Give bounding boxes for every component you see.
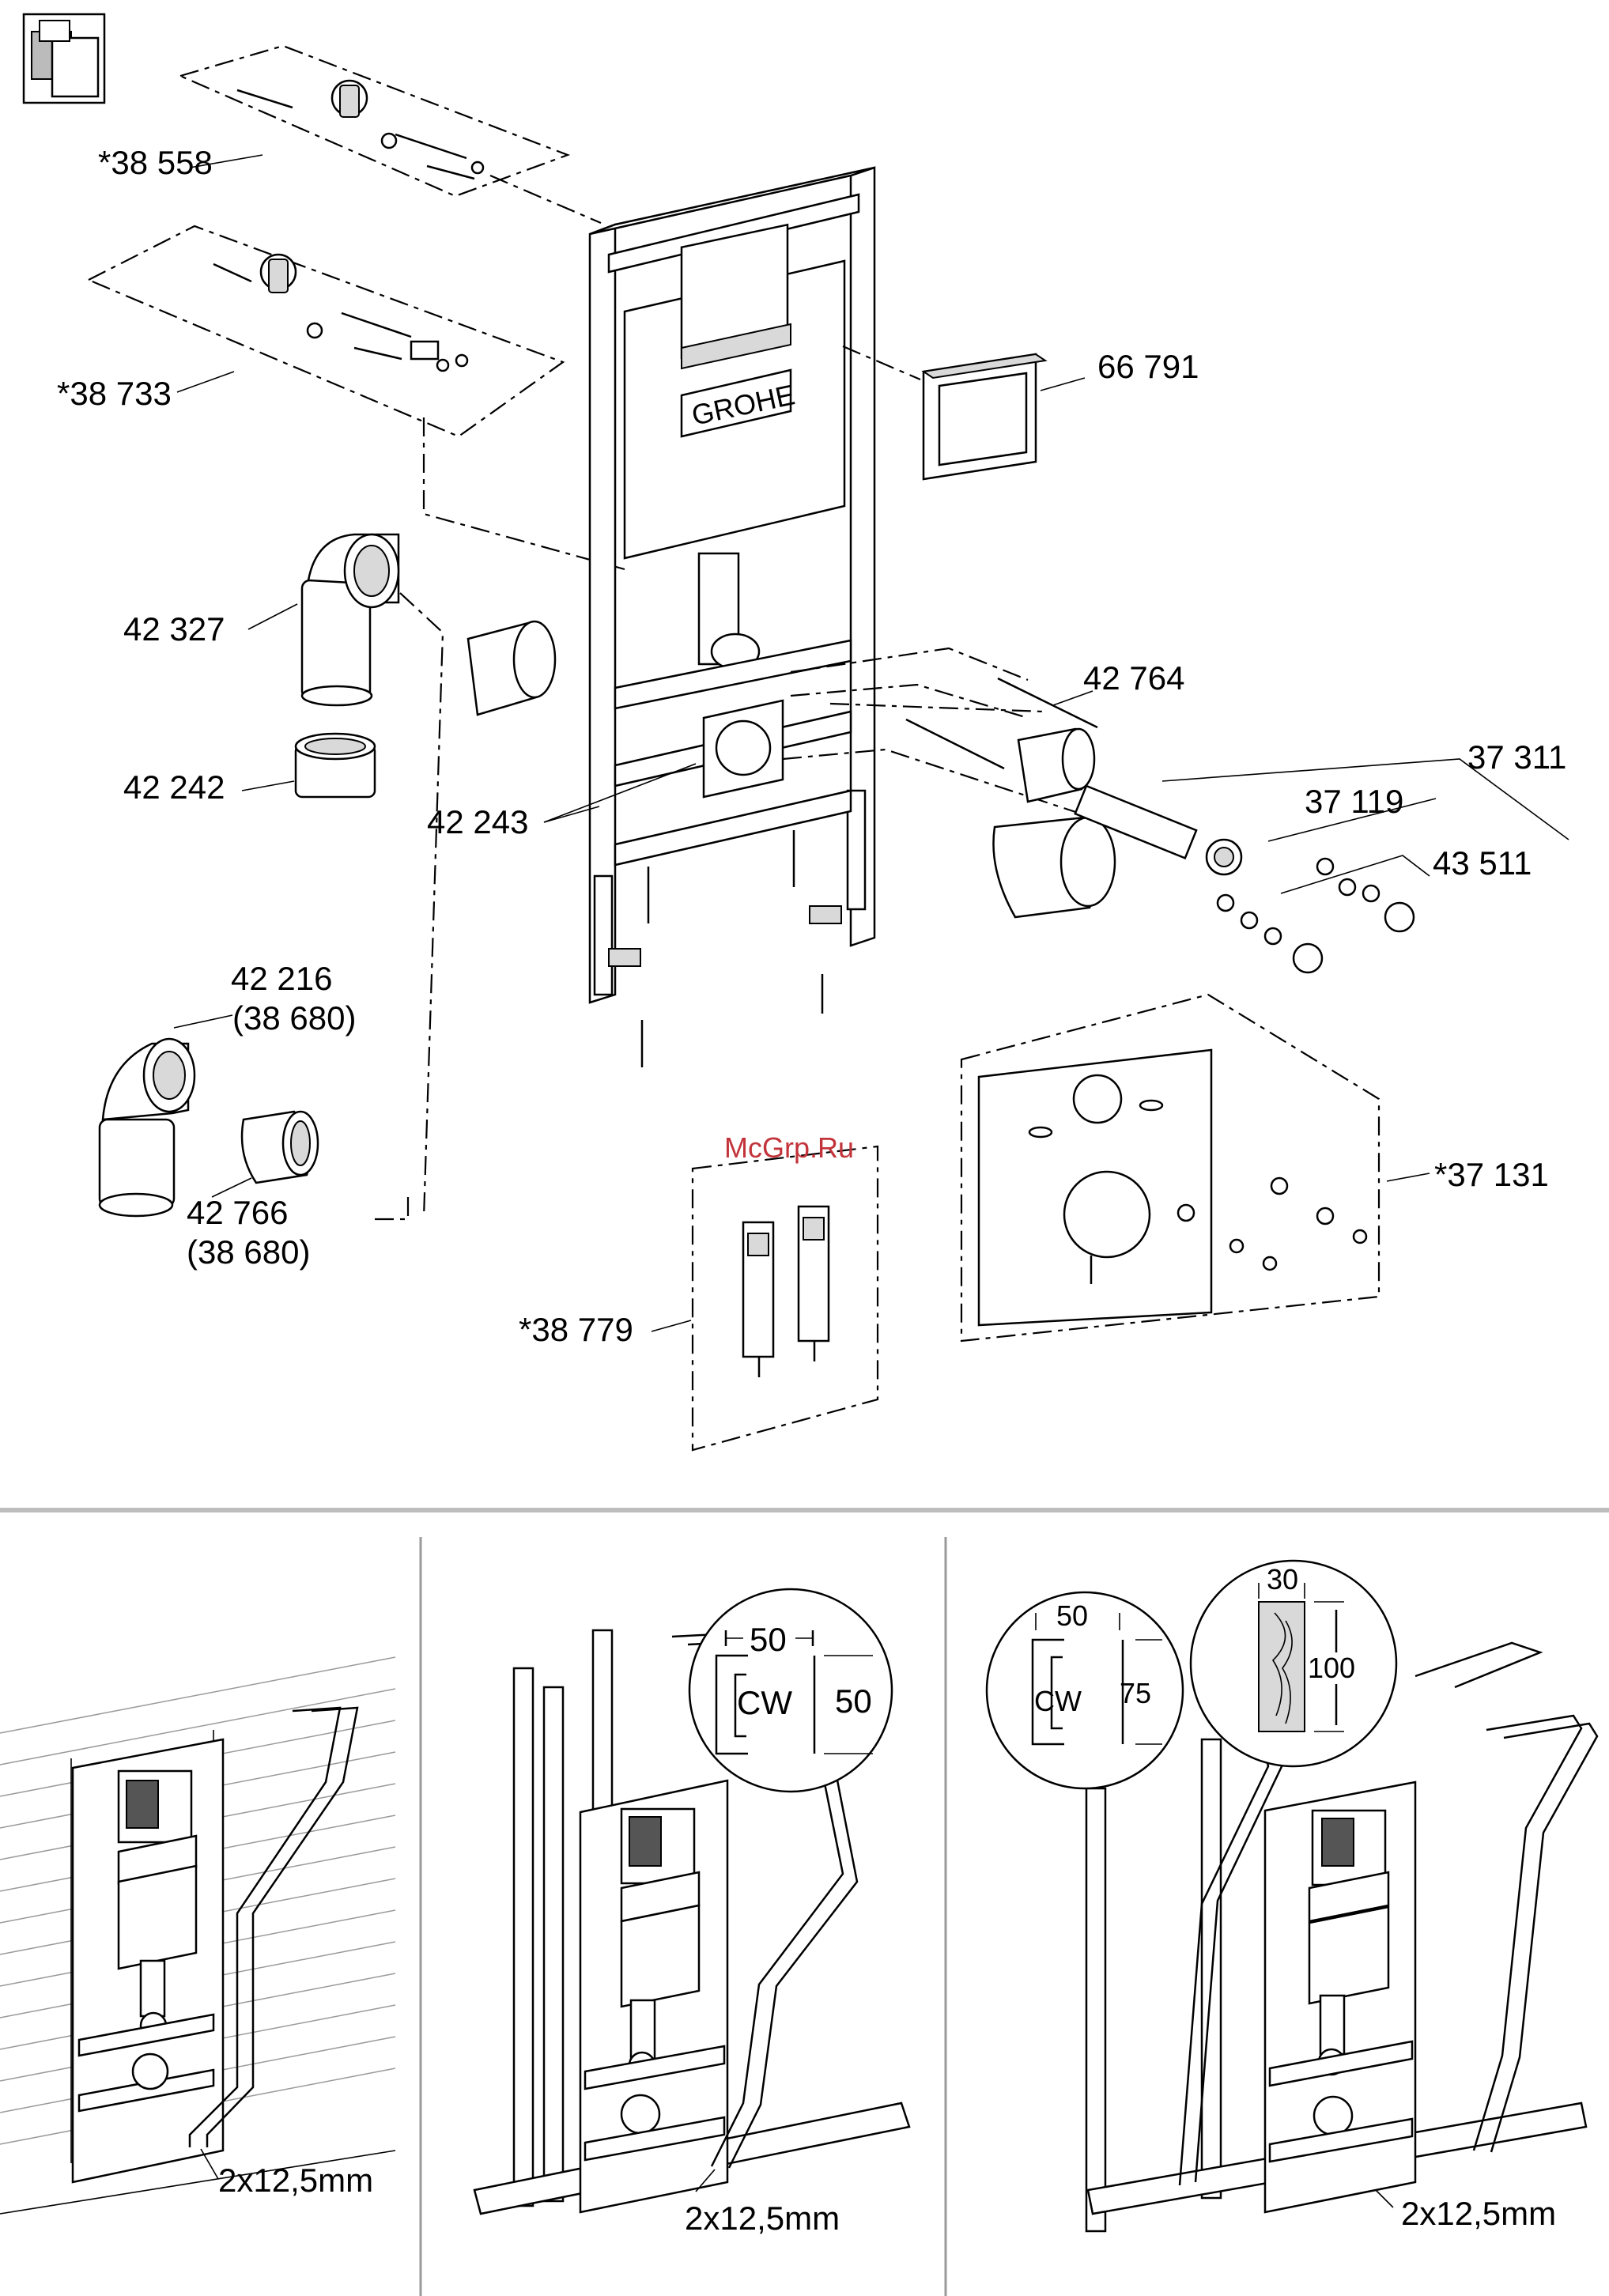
label-42764: 42 764 — [1083, 659, 1184, 697]
pan-connector-42766 — [212, 1112, 318, 1197]
gap-label-right: 2x12,5mm — [1401, 2195, 1556, 2232]
sound-insulation-37131 — [961, 995, 1430, 1341]
label-42216-alt: (38 680) — [232, 999, 356, 1037]
installation-frame: GROHE — [590, 168, 874, 1067]
cw50-label: CW — [737, 1684, 792, 1721]
label-38779: *38 779 — [519, 1311, 633, 1348]
mounting-brackets-38779 — [652, 1146, 878, 1450]
cw50-width: 50 — [750, 1621, 787, 1658]
label-37131: *37 131 — [1434, 1156, 1549, 1193]
gap-label-left: 2x12,5mm — [218, 2162, 373, 2199]
wall-fixing-set-38558 — [180, 46, 568, 196]
label-42327: 42 327 — [123, 610, 225, 648]
label-42243: 42 243 — [427, 803, 528, 840]
timber-width: 30 — [1267, 1563, 1298, 1595]
flush-plate-frame-66791 — [923, 354, 1085, 479]
label-37311: 37 311 — [1467, 738, 1566, 776]
pan-connector-42327 — [248, 534, 398, 705]
watermark: McGrp.Ru — [724, 1131, 854, 1164]
cw75-height: 75 — [1120, 1677, 1151, 1709]
cw50-height: 50 — [835, 1682, 872, 1720]
label-42766-alt: (38 680) — [187, 1233, 310, 1271]
cw75-label: CW — [1034, 1685, 1082, 1717]
label-42242: 42 242 — [123, 768, 225, 806]
timber-height: 100 — [1308, 1652, 1355, 1684]
panel-cw75: 2x12,5mm 50 CW 75 30 100 — [987, 1561, 1597, 2232]
label-38558: *38 558 — [98, 144, 213, 181]
fixing-set-icon — [24, 14, 104, 103]
panel-cw50: 2x12,5mm 50 CW 50 — [474, 1589, 909, 2237]
label-37119: 37 119 — [1305, 783, 1403, 820]
cw75-width: 50 — [1056, 1599, 1088, 1632]
panel-brick-wall: 2x12,5mm — [0, 1657, 395, 2214]
label-42216: 42 216 — [231, 960, 332, 997]
pipe-sleeve — [468, 621, 555, 715]
cap-42242 — [242, 734, 375, 797]
label-42766: 42 766 — [187, 1194, 288, 1231]
label-66791: 66 791 — [1097, 348, 1199, 385]
pan-connector-42216 — [100, 1015, 232, 1216]
gap-label-middle: 2x12,5mm — [685, 2200, 840, 2237]
label-38733: *38 733 — [57, 375, 172, 412]
label-43511: 43 511 — [1433, 844, 1532, 882]
